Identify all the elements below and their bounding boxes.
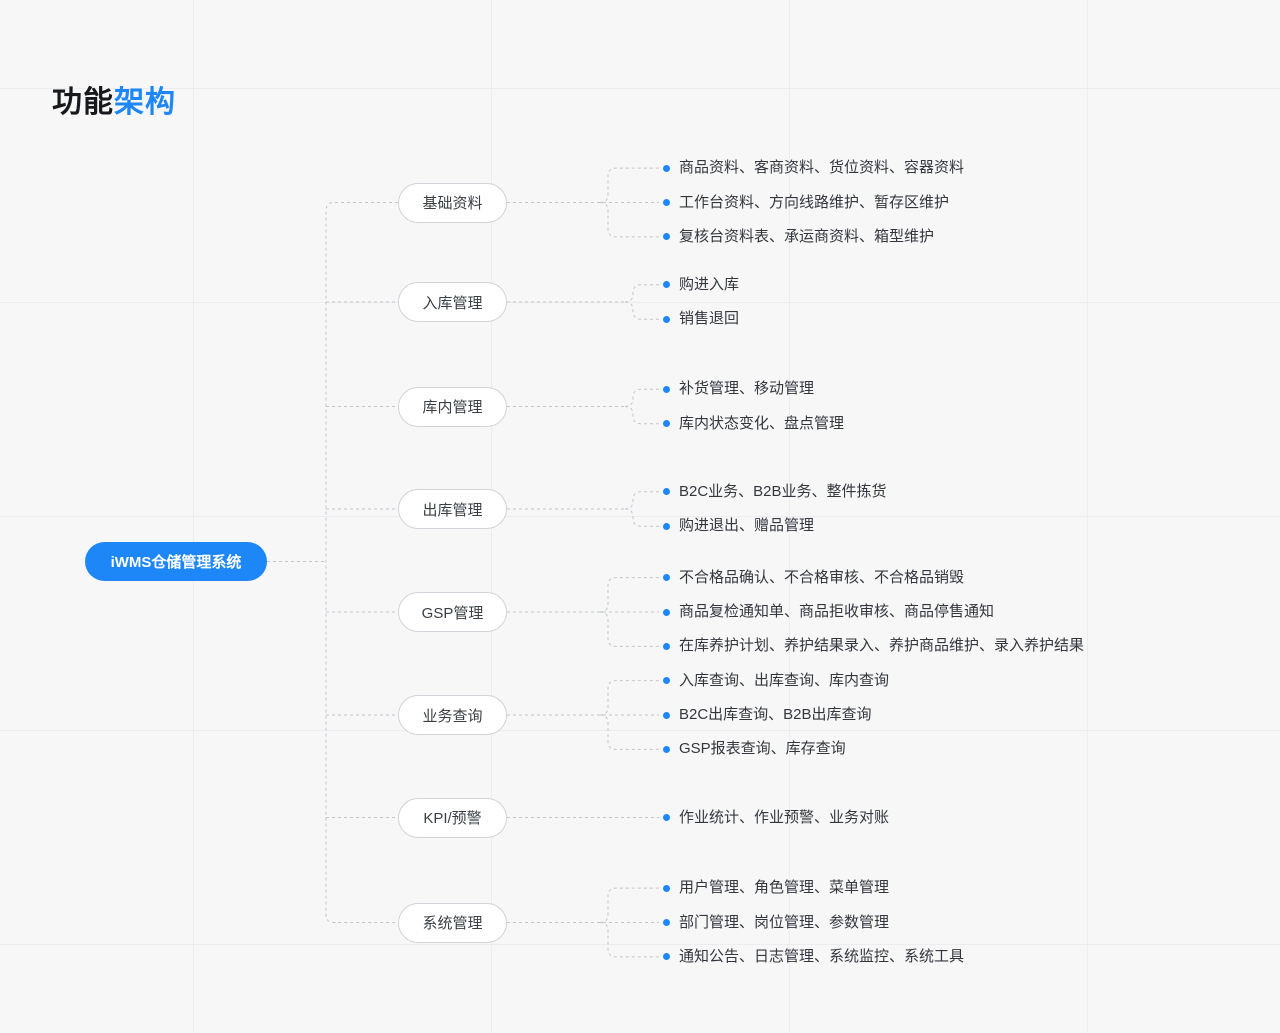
root-node-label: iWMS仓储管理系统 [110, 554, 242, 571]
branch-node-label: 入库管理 [422, 294, 483, 312]
leaf-bullet-icon [663, 642, 670, 650]
leaf-item-label: 作业统计、作业预警、业务对账 [679, 808, 890, 826]
page-title-accent: 架构 [114, 86, 176, 119]
leaf-item: B2C业务、B2B业务、整件拣货 [663, 481, 887, 503]
leaf-item: 用户管理、角色管理、菜单管理 [663, 877, 889, 899]
connector-path [624, 406, 659, 425]
branch-node: 库内管理 [398, 386, 507, 427]
leaf-bullet-icon [663, 420, 670, 428]
page-title-primary: 功能 [52, 86, 114, 119]
connector-path [599, 680, 659, 716]
branch-node-label: KPI/预警 [423, 810, 482, 827]
leaf-item-label: 入库查询、出库查询、库内查询 [679, 671, 890, 689]
connector-path [599, 714, 659, 750]
connector-path [599, 922, 659, 958]
leaf-bullet-icon [663, 164, 670, 172]
leaf-item-label: B2C出库查询、B2B出库查询 [679, 706, 872, 723]
leaf-item: 通知公告、日志管理、系统监控、系统工具 [663, 946, 964, 968]
connector-path [624, 508, 659, 527]
leaf-item: 复核台资料表、承运商资料、箱型维护 [663, 226, 934, 248]
leaf-bullet-icon [663, 919, 670, 926]
leaf-item-label: 商品资料、客商资料、货位资料、容器资料 [679, 159, 965, 177]
leaf-item: B2C出库查询、B2B出库查询 [663, 704, 872, 726]
leaf-item: 在库养护计划、养护结果录入、养护商品维护、录入养护结果 [663, 635, 1084, 657]
leaf-item: 工作台资料、方向线路维护、暂存区维护 [663, 192, 949, 214]
connector-path [624, 388, 659, 407]
leaf-item: 购进入库 [663, 274, 739, 296]
leaf-item: 部门管理、岗位管理、参数管理 [663, 912, 889, 934]
leaf-bullet-icon [663, 745, 670, 753]
branch-node: 出库管理 [398, 489, 507, 529]
leaf-item: 不合格品确认、不合格审核、不合格品销毁 [663, 567, 964, 589]
branch-node: 基础资料 [398, 182, 507, 223]
leaf-bullet-icon [663, 953, 670, 961]
connector-path [325, 202, 398, 923]
connector-path [599, 611, 659, 647]
leaf-item-label: 通知公告、日志管理、系统监控、系统工具 [679, 947, 965, 965]
leaf-bullet-icon [663, 488, 670, 496]
connector-path [624, 301, 659, 320]
leaf-item-label: 购进入库 [679, 275, 740, 293]
leaf-bullet-icon [663, 385, 670, 393]
branch-node-label: 业务查询 [422, 707, 483, 725]
leaf-item: 购进退出、赠品管理 [663, 515, 814, 537]
leaf-item-label: 库内状态变化、盘点管理 [679, 414, 845, 432]
leaf-item-label: 用户管理、角色管理、菜单管理 [679, 879, 890, 897]
leaf-item-label: 在库养护计划、养护结果录入、养护商品维护、录入养护结果 [679, 637, 1085, 655]
leaf-item: 补货管理、移动管理 [663, 378, 814, 400]
leaf-item-label: 销售退回 [679, 310, 740, 328]
leaf-item-label: 购进退出、赠品管理 [679, 517, 815, 535]
branch-node-label: 系统管理 [422, 915, 483, 932]
leaf-item-label: 部门管理、岗位管理、参数管理 [679, 913, 890, 931]
leaf-bullet-icon [663, 711, 670, 719]
leaf-bullet-icon [663, 608, 670, 616]
branch-node: 业务查询 [398, 695, 507, 735]
leaf-bullet-icon [663, 677, 670, 685]
leaf-bullet-icon [663, 199, 670, 206]
leaf-bullet-icon [663, 522, 670, 530]
connector-path [599, 202, 659, 238]
leaf-bullet-icon [663, 574, 670, 582]
branch-node-label: GSP管理 [421, 604, 484, 622]
branch-node: 系统管理 [398, 902, 507, 943]
branch-node: GSP管理 [398, 592, 507, 632]
leaf-item: GSP报表查询、库存查询 [663, 738, 846, 760]
leaf-item-label: GSP报表查询、库存查询 [679, 740, 846, 758]
leaf-item-label: 不合格品确认、不合格审核、不合格品销毁 [679, 568, 965, 586]
leaf-item: 作业统计、作业预警、业务对账 [663, 807, 889, 829]
branch-node-label: 出库管理 [422, 501, 483, 519]
leaf-bullet-icon [663, 884, 670, 892]
leaf-item: 入库查询、出库查询、库内查询 [663, 670, 889, 692]
connector-path [599, 577, 659, 613]
leaf-item: 库内状态变化、盘点管理 [663, 413, 844, 435]
leaf-item: 销售退回 [663, 308, 739, 330]
leaf-item: 商品资料、客商资料、货位资料、容器资料 [663, 157, 964, 179]
leaf-bullet-icon [663, 281, 670, 289]
leaf-bullet-icon [663, 315, 670, 323]
connector-path [599, 887, 659, 923]
leaf-bullet-icon [663, 233, 670, 241]
branch-node: 入库管理 [398, 282, 507, 322]
root-node: iWMS仓储管理系统 [85, 542, 267, 581]
connector-path [599, 167, 659, 203]
leaf-item-label: 复核台资料表、承运商资料、箱型维护 [679, 227, 935, 245]
leaf-item-label: B2C业务、B2B业务、整件拣货 [679, 482, 887, 500]
branch-node: KPI/预警 [398, 797, 507, 838]
leaf-item-label: 补货管理、移动管理 [679, 380, 815, 398]
leaf-item-label: 商品复检通知单、商品拒收审核、商品停售通知 [679, 603, 995, 620]
leaf-bullet-icon [663, 814, 670, 821]
leaf-item-label: 工作台资料、方向线路维护、暂存区维护 [679, 193, 950, 211]
connector-path [624, 284, 659, 303]
branch-node-label: 库内管理 [422, 399, 483, 416]
connector-path [624, 491, 659, 510]
branch-node-label: 基础资料 [422, 195, 483, 212]
leaf-item: 商品复检通知单、商品拒收审核、商品停售通知 [663, 601, 994, 623]
page-title: 功能架构 [52, 84, 176, 122]
